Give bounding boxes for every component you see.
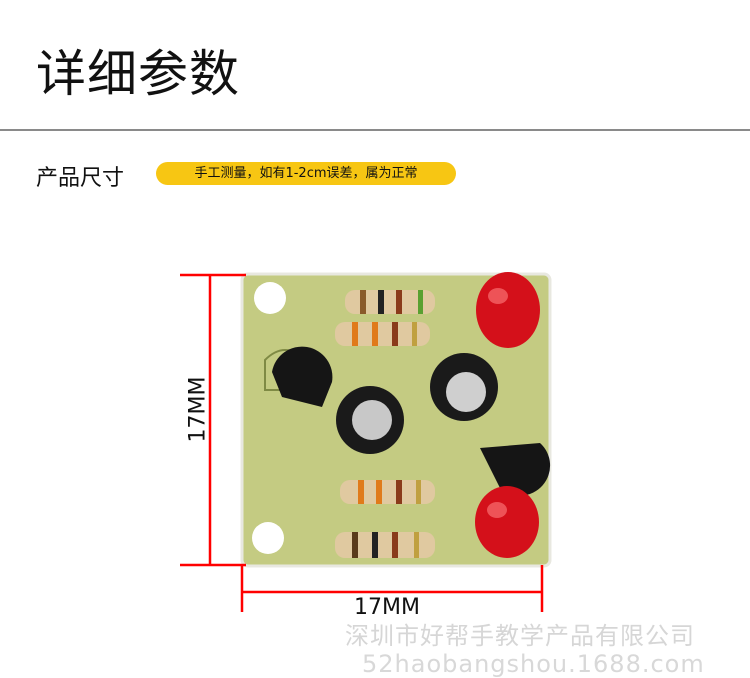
watermark-url: 52haobangshou.1688.com (362, 650, 705, 678)
width-dimension-label: 17MM (354, 595, 420, 620)
capacitors (336, 353, 498, 454)
transistors (272, 346, 551, 496)
red-leds (475, 272, 540, 558)
resistors (335, 290, 435, 558)
page-title: 详细参数 (36, 45, 240, 103)
height-dimension-label: 17MM (185, 376, 211, 443)
watermark-company: 深圳市好帮手教学产品有限公司 (345, 622, 695, 650)
dimension-lines (180, 273, 544, 612)
section-label: 产品尺寸 (36, 166, 125, 191)
divider (0, 129, 750, 131)
measurement-note-badge: 手工测量，如有1-2cm误差，属为正常 (156, 162, 456, 185)
